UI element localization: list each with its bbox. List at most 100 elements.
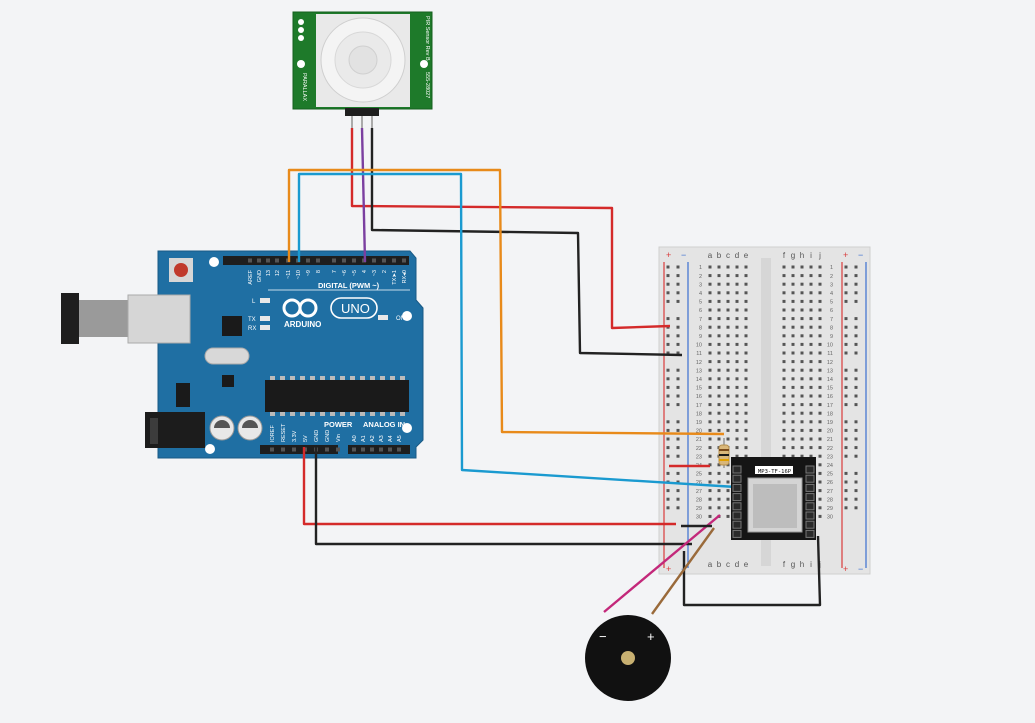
- voltage-regulator: [176, 383, 190, 407]
- chip-pin: [370, 376, 375, 380]
- rail-hole: [666, 385, 670, 389]
- row-number-left: 10: [696, 343, 702, 349]
- reset-button-cap[interactable]: [174, 263, 188, 277]
- row-number-right: 11: [827, 351, 833, 357]
- wire-buzzer-minus: [603, 514, 721, 613]
- breadboard-hole: [708, 342, 712, 346]
- breadboard-hole: [717, 334, 721, 338]
- breadboard-hole: [708, 446, 712, 450]
- header-hole: [281, 447, 285, 452]
- dc-jack-opening: [150, 418, 158, 444]
- breadboard-hole: [800, 377, 804, 381]
- breadboard-hole: [726, 437, 730, 441]
- rail-hole: [854, 428, 858, 432]
- rail-hole: [854, 385, 858, 389]
- row-number-left: 12: [696, 360, 702, 366]
- breadboard-hole: [782, 282, 786, 286]
- power-pin-label: IOREF: [270, 425, 276, 442]
- breadboard-hole: [800, 325, 804, 329]
- rail-hole: [854, 377, 858, 381]
- rail-hole: [844, 454, 848, 458]
- power-label: POWER: [324, 420, 353, 429]
- row-number-left: 29: [696, 506, 702, 512]
- breadboard-hole: [708, 299, 712, 303]
- breadboard-hole: [735, 454, 739, 458]
- row-number-left: 5: [699, 300, 702, 306]
- row-number-right: 22: [827, 446, 833, 452]
- rail-hole: [844, 403, 848, 407]
- pir-mount-hole: [420, 60, 428, 68]
- rail-hole: [666, 282, 670, 286]
- breadboard-hole: [800, 342, 804, 346]
- breadboard-hole: [735, 282, 739, 286]
- breadboard-hole: [708, 351, 712, 355]
- rail-hole: [666, 394, 670, 398]
- breadboard-hole: [708, 497, 712, 501]
- digital-pin-label: AREF: [248, 269, 254, 284]
- rail-hole: [844, 480, 848, 484]
- breadboard-hole: [809, 368, 813, 372]
- rail-hole: [666, 377, 670, 381]
- power-pin-label: RESET: [281, 423, 287, 442]
- breadboard-hole: [809, 385, 813, 389]
- mount-hole: [209, 257, 219, 267]
- rail-hole: [676, 480, 680, 484]
- breadboard-hole: [809, 394, 813, 398]
- breadboard-hole: [782, 265, 786, 269]
- rail-hole: [844, 265, 848, 269]
- breadboard-hole: [744, 325, 748, 329]
- buzzer-plus-label: +: [647, 629, 655, 644]
- row-number-right: 8: [830, 325, 833, 331]
- breadboard-hole: [791, 385, 795, 389]
- row-number-right: 13: [827, 368, 833, 374]
- breadboard-hole: [818, 428, 822, 432]
- breadboard-hole: [809, 360, 813, 364]
- wire-5v: [302, 447, 676, 526]
- rail-hole: [676, 274, 680, 278]
- arduino-logo-text: ARDUINO: [284, 320, 321, 329]
- breadboard-hole: [744, 428, 748, 432]
- breadboard-hole: [818, 437, 822, 441]
- breadboard-hole: [726, 506, 730, 510]
- breadboard-hole: [818, 360, 822, 364]
- power-pin-label: 5V: [303, 435, 309, 442]
- digital-pin-label: 12: [275, 270, 281, 276]
- breadboard-hole: [818, 394, 822, 398]
- mp3-pin: [805, 483, 815, 492]
- wire-buzzer-plus: [651, 527, 715, 615]
- rail-hole: [676, 497, 680, 501]
- rail-hole: [676, 454, 680, 458]
- row-number-right: 1: [830, 265, 833, 271]
- atmega-chip: [265, 380, 409, 412]
- breadboard-hole: [726, 299, 730, 303]
- breadboard-hole: [717, 394, 721, 398]
- breadboard-hole: [744, 360, 748, 364]
- chip-pin: [380, 412, 385, 416]
- breadboard-hole: [782, 291, 786, 295]
- breadboard-hole: [782, 428, 786, 432]
- chip-pin: [300, 376, 305, 380]
- wire-mp3-ground-loop: [682, 535, 822, 607]
- row-number-right: 7: [830, 317, 833, 323]
- breadboard-hole: [818, 454, 822, 458]
- power-header: [260, 445, 338, 454]
- breadboard-hole: [800, 428, 804, 432]
- breadboard-hole: [744, 299, 748, 303]
- left-rail-plus-label-bottom: +: [666, 564, 671, 574]
- rail-hole: [844, 420, 848, 424]
- breadboard-hole: [791, 291, 795, 295]
- breadboard-hole: [708, 420, 712, 424]
- row-number-right: 19: [827, 420, 833, 426]
- rail-hole: [854, 334, 858, 338]
- breadboard-hole: [809, 351, 813, 355]
- rail-hole: [676, 403, 680, 407]
- chip-pin: [310, 376, 315, 380]
- header-hole: [266, 258, 270, 263]
- rail-hole: [844, 489, 848, 493]
- breadboard-hole: [818, 317, 822, 321]
- breadboard-hole: [744, 282, 748, 286]
- buzzer-minus-label: −: [599, 629, 607, 644]
- rail-hole: [854, 420, 858, 424]
- breadboard-hole: [708, 514, 712, 518]
- rail-hole: [854, 274, 858, 278]
